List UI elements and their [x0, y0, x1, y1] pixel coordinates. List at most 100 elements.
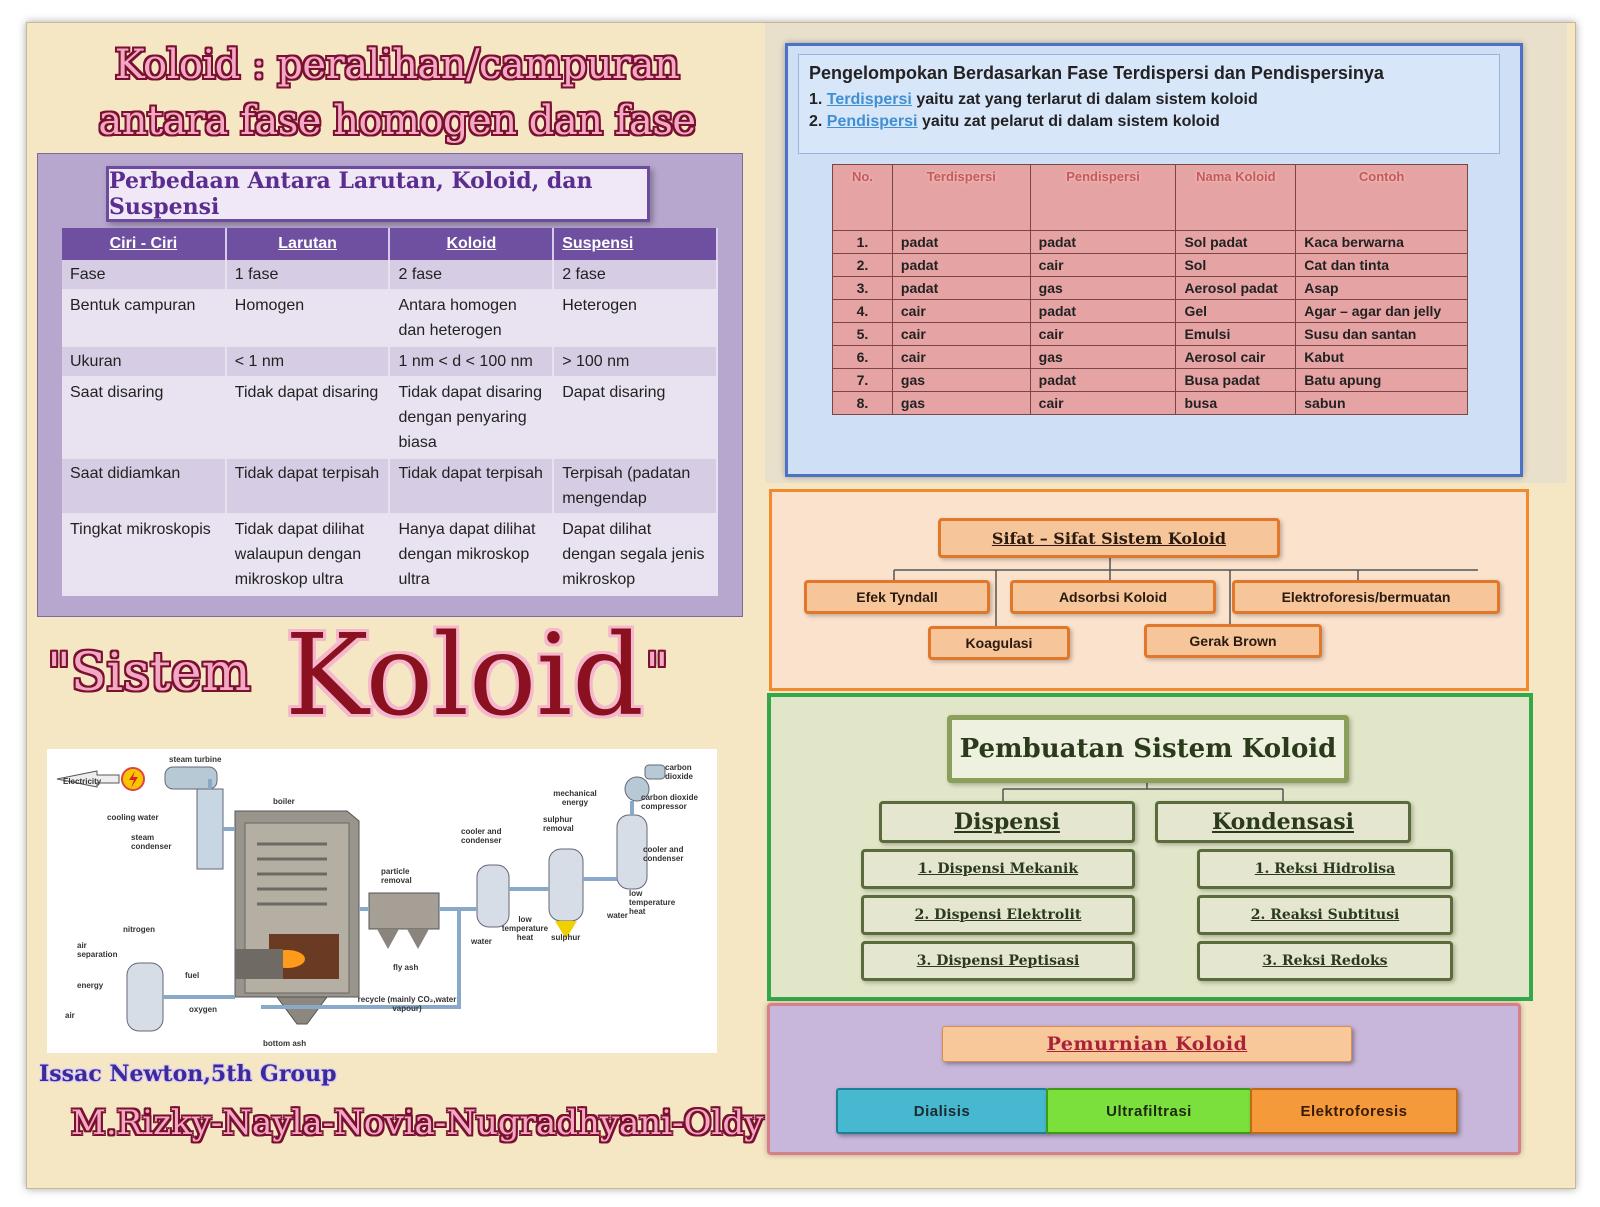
table-cell: Kaca berwarna: [1295, 230, 1468, 254]
item-text: yaitu zat yang terlarut di dalam sistem …: [911, 91, 1258, 108]
perbedaan-header-larutan: Larutan: [225, 228, 391, 260]
pengelompokan-title: Pengelompokan Berdasarkan Fase Terdisper…: [809, 63, 1384, 83]
table-cell: 6.: [832, 345, 893, 369]
table-cell: cair: [1029, 391, 1177, 415]
diag-label-air: air: [65, 1011, 75, 1020]
power-plant-diagram: Electricity steam turbine boiler cooling…: [47, 749, 717, 1053]
table-cell: Cat dan tinta: [1295, 253, 1468, 277]
table-cell: Saat didiamkan: [62, 458, 227, 515]
pt-header-no: No.: [832, 164, 893, 231]
table-cell: 2 fase: [389, 260, 555, 291]
dispensi-elektrolit: 2. Dispensi Elektrolit: [861, 895, 1135, 935]
table-cell: Tidak dapat dilihat walaupun dengan mikr…: [225, 514, 391, 596]
diag-label-cooler-condenser-2: cooler and condenser: [643, 845, 684, 863]
diag-label-energy: energy: [77, 981, 104, 990]
pemurnian-title: Pemurnian Koloid: [942, 1026, 1352, 1062]
pembuatan-dispensi: Dispensi: [879, 801, 1135, 843]
table-cell: padat: [891, 253, 1031, 277]
table-cell: Tidak dapat disaring: [225, 377, 391, 459]
pemurnian-dialisis: Dialisis: [836, 1088, 1048, 1134]
table-cell: padat: [891, 276, 1031, 300]
pengelompokan-item-2: 2. Pendispersi yaitu zat pelarut di dala…: [809, 113, 1220, 131]
sifat-connectors: [893, 558, 1478, 626]
table-cell: gas: [891, 391, 1031, 415]
table-cell: > 100 nm: [553, 346, 718, 378]
table-cell: Tidak dapat terpisah: [225, 458, 391, 515]
diag-label-low-temp-heat-2: low temperature heat: [629, 889, 676, 916]
table-cell: Heterogen: [553, 290, 718, 347]
table-cell: busa: [1175, 391, 1297, 415]
pembuatan-panel: Pembuatan Sistem Koloid Dispensi Kondens…: [767, 693, 1533, 1001]
diag-label-nitrogen: nitrogen: [123, 925, 155, 934]
diag-label-co2-compressor: carbon dioxide compressor: [641, 793, 698, 811]
table-cell: Bentuk campuran: [62, 290, 227, 347]
headline-koloid: Koloid: [285, 611, 644, 741]
diag-label-steam-condenser: steam condenser: [131, 833, 172, 851]
compressor-icon: [624, 776, 650, 802]
table-cell: Sol padat: [1175, 230, 1297, 254]
diag-label-air-separation: air separation: [77, 941, 118, 959]
table-cell: 5.: [832, 322, 893, 346]
headline-sistem: "Sistem: [47, 643, 251, 703]
diag-label-mechanical-energy: mechanical energy: [553, 789, 597, 807]
table-cell: 4.: [832, 299, 893, 323]
table-cell: Asap: [1295, 276, 1468, 300]
main-title-line1: Koloid : peralihan/campuran: [114, 42, 680, 88]
table-cell: padat: [891, 230, 1031, 254]
pembuatan-kondensasi: Kondensasi: [1155, 801, 1411, 843]
table-cell: gas: [891, 368, 1031, 392]
pt-header-contoh: Contoh: [1295, 164, 1468, 231]
table-cell: 7.: [832, 368, 893, 392]
perbedaan-header-koloid: Koloid: [389, 228, 555, 260]
table-cell: Gel: [1175, 299, 1297, 323]
main-title: Koloid : peralihan/campuran antara fase …: [27, 37, 767, 205]
pemurnian-elektroforesis: Elektroforesis: [1250, 1088, 1458, 1134]
item-text: yaitu zat pelarut di dalam sistem koloid: [917, 113, 1220, 130]
table-cell: Saat disaring: [62, 377, 227, 459]
diag-label-boiler: boiler: [273, 797, 295, 806]
diag-label-fly-ash: fly ash: [393, 963, 419, 972]
table-cell: Batu apung: [1295, 368, 1468, 392]
diag-label-water-1: water: [471, 937, 492, 946]
headline-quote: ": [645, 643, 669, 703]
pembuatan-title: Pembuatan Sistem Koloid: [947, 715, 1349, 783]
poster: Koloid : peralihan/campuran antara fase …: [26, 22, 1576, 1189]
group-name: Issac Newton,5th Group: [39, 1061, 337, 1087]
table-cell: padat: [1029, 230, 1177, 254]
member-names: M.Rizky-Nayla-Novia-Nugradhyani-Oldy: [71, 1103, 764, 1143]
table-cell: < 1 nm: [225, 346, 391, 378]
diag-label-low-temp-heat-1: low temperature heat: [501, 915, 549, 942]
perbedaan-title: Perbedaan Antara Larutan, Koloid, dan Su…: [106, 166, 650, 222]
sifat-gerak-brown: Gerak Brown: [1144, 624, 1322, 658]
table-cell: Tingkat mikroskopis: [62, 514, 227, 596]
table-cell: 2.: [832, 253, 893, 277]
table-row: Bentuk campuran Homogen Antara homogen d…: [62, 290, 718, 347]
table-cell: Emulsi: [1175, 322, 1297, 346]
table-cell: 3.: [832, 276, 893, 300]
table-cell: padat: [1029, 299, 1177, 323]
diag-label-sulphur-removal: sulphur removal: [543, 815, 574, 833]
table-cell: Tidak dapat terpisah: [389, 458, 555, 515]
table-cell: Aerosol cair: [1175, 345, 1297, 369]
diag-label-water-2: water: [607, 911, 628, 920]
dispensi-mekanik: 1. Dispensi Mekanik: [861, 849, 1135, 889]
table-cell: 1 nm < d < 100 nm: [389, 346, 555, 378]
table-cell: Ukuran: [62, 346, 227, 378]
pemurnian-panel: Pemurnian Koloid Dialisis Ultrafiltrasi …: [767, 1003, 1521, 1155]
table-row: Tingkat mikroskopis Tidak dapat dilihat …: [62, 514, 718, 596]
table-row: Saat disaring Tidak dapat disaring Tidak…: [62, 377, 718, 459]
table-cell: Dapat dilihat dengan segala jenis mikros…: [553, 514, 718, 596]
table-cell: cair: [1029, 322, 1177, 346]
table-cell: Sol: [1175, 253, 1297, 277]
dispensi-peptisasi: 3. Dispensi Peptisasi: [861, 941, 1135, 981]
table-cell: 1.: [832, 230, 893, 254]
pt-header-terdispersi: Terdispersi: [891, 164, 1031, 231]
table-cell: Fase: [62, 260, 227, 291]
diag-label-steam-turbine: steam turbine: [169, 755, 222, 764]
